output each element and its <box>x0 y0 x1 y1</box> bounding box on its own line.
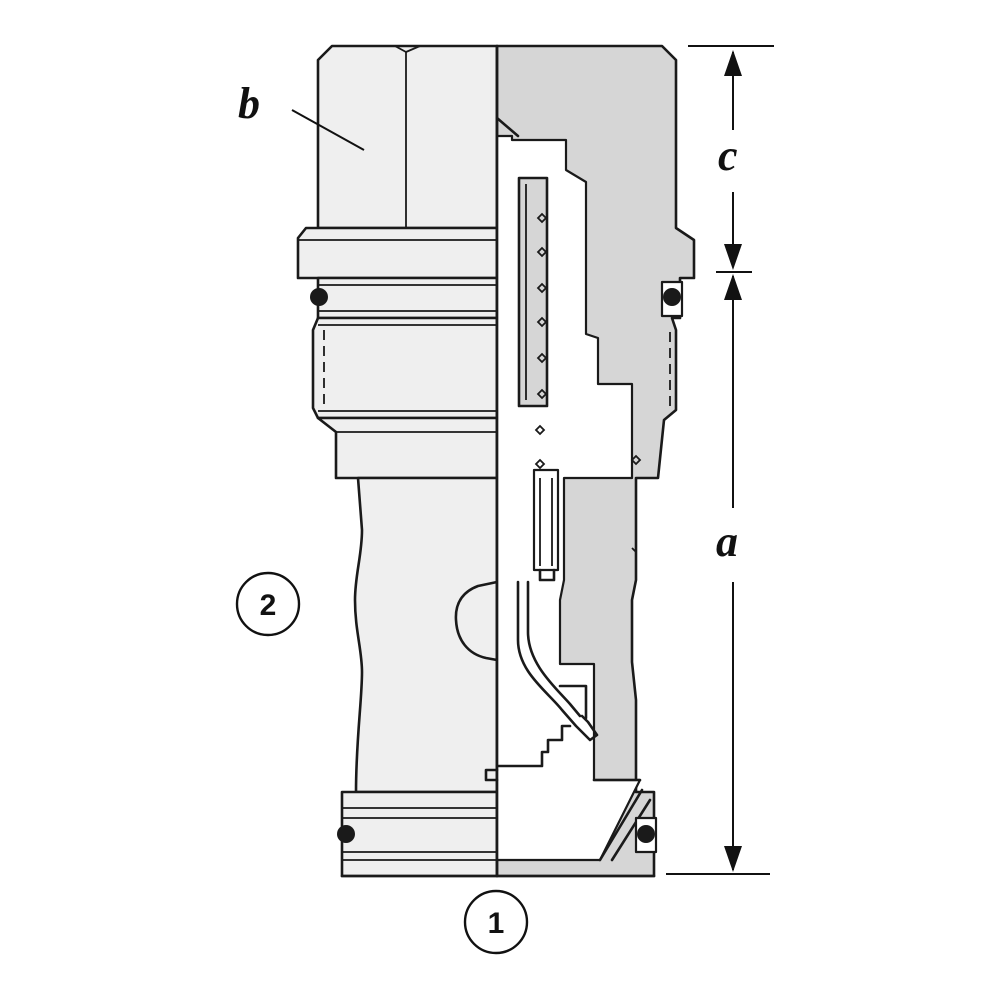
hex-nut <box>316 44 499 230</box>
port-1-number: 1 <box>488 907 505 940</box>
upper-o-ring-right <box>663 288 681 306</box>
section-half <box>484 44 696 878</box>
upper-o-ring-left <box>310 288 328 306</box>
thread-section <box>311 316 499 420</box>
port-2-callout: 2 <box>235 571 301 637</box>
exterior-half <box>296 44 499 878</box>
shoulder <box>316 416 499 480</box>
port-2-hole <box>454 580 499 662</box>
port-2-number: 2 <box>260 589 277 622</box>
lower-o-ring-right <box>637 825 655 843</box>
label-b: b <box>238 79 260 128</box>
label-a: a <box>716 517 738 566</box>
label-c: c <box>718 131 738 180</box>
spring <box>534 212 548 470</box>
flange-collar <box>296 226 499 280</box>
cage-body <box>353 476 499 794</box>
lower-o-ring-left <box>337 825 355 843</box>
poppet <box>516 580 599 742</box>
port-1-callout: 1 <box>463 889 529 955</box>
dimensions <box>291 45 774 875</box>
